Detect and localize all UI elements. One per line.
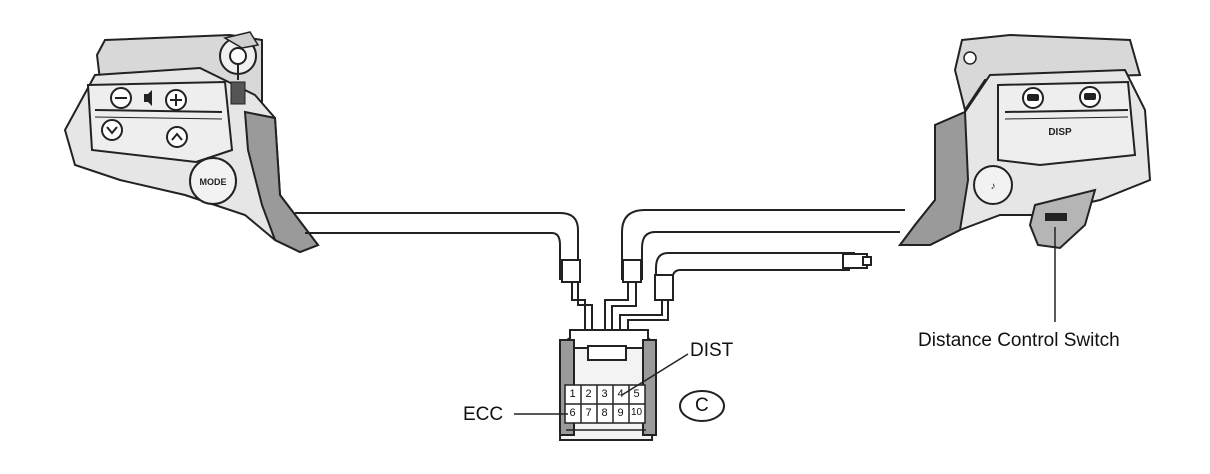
- pin-2: 2: [585, 388, 592, 400]
- wire-harness: [295, 209, 905, 330]
- pin-7: 7: [585, 407, 592, 419]
- volume-down-icon: [110, 87, 132, 109]
- dist-leader-line: [621, 353, 689, 396]
- pin-4: 4: [617, 388, 624, 400]
- distance-control-switch-label: Distance Control Switch: [918, 330, 1120, 351]
- svg-text:MODE: MODE: [200, 177, 227, 187]
- connector-id-label: C: [695, 395, 709, 416]
- right-steering-pad-switch: DISP ♪: [898, 33, 1152, 250]
- phone-on-hook-icon: [1079, 86, 1101, 108]
- pin-9: 9: [617, 407, 624, 419]
- distance-control-lever: [1028, 188, 1097, 250]
- left-steering-pad-switch: MODE: [63, 31, 320, 254]
- phone-off-hook-icon: [1022, 87, 1044, 109]
- pin-1: 1: [569, 388, 576, 400]
- mode-button: MODE: [189, 157, 237, 205]
- leader-lines: [514, 227, 1056, 415]
- volume-up-icon: [165, 89, 187, 111]
- seek-down-icon: [101, 119, 123, 141]
- seek-up-icon: [166, 126, 188, 148]
- disp-button: DISP: [1048, 127, 1072, 138]
- connector-c: [558, 329, 657, 441]
- voice-button: ♪: [973, 165, 1013, 205]
- ecc-label: ECC: [463, 404, 504, 425]
- pin-3: 3: [601, 388, 608, 400]
- connector-id-circle: [679, 390, 725, 422]
- speaker-icon: [144, 90, 152, 106]
- dist-label: DIST: [690, 340, 734, 361]
- svg-text:♪: ♪: [991, 181, 996, 192]
- pin-8: 8: [601, 407, 608, 419]
- pin-10: 10: [630, 407, 643, 418]
- pin-5: 5: [633, 388, 640, 400]
- svg-text:DISP: DISP: [1048, 127, 1072, 138]
- pin-6: 6: [569, 407, 576, 419]
